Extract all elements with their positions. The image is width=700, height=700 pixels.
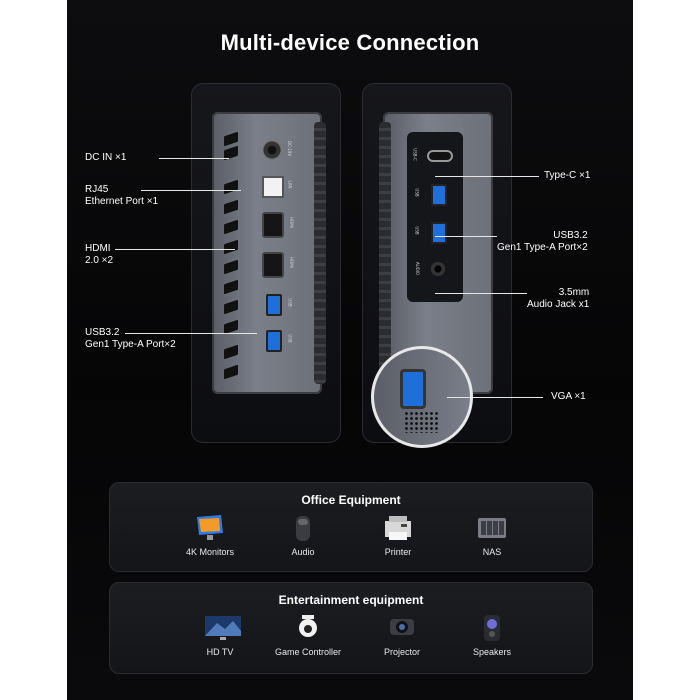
projector-icon (385, 613, 419, 643)
lan-port-mark: LAN (287, 180, 293, 189)
leader-line (159, 158, 229, 159)
usb-port-mark: USB (414, 226, 420, 235)
usbc-port-mark: USB-C (412, 148, 418, 161)
dc-in-port (262, 140, 282, 160)
mini-pc-left-side: DC-19V LAN HDMI HDMI USB USB (212, 112, 326, 394)
office-item-nas: NAS (452, 513, 532, 557)
speaker-icon (286, 513, 320, 543)
leader-line (435, 236, 497, 237)
left-device-panel: DC-19V LAN HDMI HDMI USB USB (191, 83, 341, 443)
office-title: Office Equipment (301, 493, 401, 507)
vent-slot (224, 179, 238, 195)
hdmi-port (262, 252, 284, 278)
entertainment-item-game-controller: Game Controller (268, 613, 348, 657)
usb-a-port (431, 184, 447, 206)
usb-a-port (431, 222, 447, 244)
leader-line (141, 190, 241, 191)
mini-pc-right-side: USB-C USB USB AUDIO (379, 112, 493, 394)
hdmi-port-mark: HDMI (288, 257, 294, 268)
dc-port-mark: DC-19V (287, 140, 293, 157)
office-equipment-section: Office Equipment 4K Monitors Audio (109, 482, 593, 572)
product-canvas: Multi-device Connection DC-19V LAN HDMI … (67, 0, 633, 700)
page-title: Multi-device Connection (220, 30, 480, 55)
type-c-port (427, 150, 453, 162)
device-rail (379, 122, 391, 384)
vent-slot (224, 344, 238, 360)
vent-slot (224, 199, 238, 215)
usb-port-mark: USB (414, 188, 420, 197)
label-type-c: Type-C ×1 (544, 170, 591, 181)
label-vga: VGA ×1 (551, 391, 586, 402)
vent-slot (224, 239, 238, 255)
office-item-printer: Printer (358, 513, 438, 557)
nas-icon (475, 513, 509, 543)
entertainment-title: Entertainment equipment (278, 593, 424, 607)
monitor-icon (193, 513, 227, 543)
hdmi-port (262, 212, 284, 238)
usb-port-mark: USB (287, 334, 293, 343)
usb-a-port (266, 294, 282, 316)
vent-slot (224, 279, 238, 295)
office-item-audio: Audio (263, 513, 343, 557)
entertainment-item-tv: HD TV (180, 613, 260, 657)
hdmi-port-mark: HDMI (288, 217, 294, 228)
vent-slot (224, 364, 238, 380)
office-item-monitors: 4K Monitors (170, 513, 250, 557)
leader-line (435, 293, 527, 294)
printer-icon (381, 513, 415, 543)
entertainment-equipment-section: Entertainment equipment HD TV Game Contr… (109, 582, 593, 674)
rj45-port (262, 176, 284, 198)
label-dc-in: DC IN ×1 (85, 152, 127, 163)
entertainment-item-projector: Projector (362, 613, 442, 657)
audio-jack (431, 262, 445, 276)
camera-icon (291, 613, 325, 643)
entertainment-item-speakers: Speakers (452, 613, 532, 657)
vent-slot (224, 219, 238, 235)
device-rail (314, 122, 326, 384)
leader-line (447, 397, 543, 398)
leader-line (435, 176, 539, 177)
vent-slot (224, 131, 238, 147)
usb-a-port (266, 330, 282, 352)
tv-icon (203, 613, 241, 643)
vent-slot (224, 299, 238, 315)
speakers-icon (475, 613, 509, 643)
speaker-grille (404, 411, 440, 433)
vga-port (400, 369, 426, 409)
usb-port-mark: USB (287, 298, 293, 307)
right-device-panel: USB-C USB USB AUDIO (362, 83, 512, 448)
leader-line (115, 249, 235, 250)
audio-port-mark: AUDIO (415, 261, 421, 276)
leader-line (125, 333, 257, 334)
vent-slot (224, 259, 238, 275)
